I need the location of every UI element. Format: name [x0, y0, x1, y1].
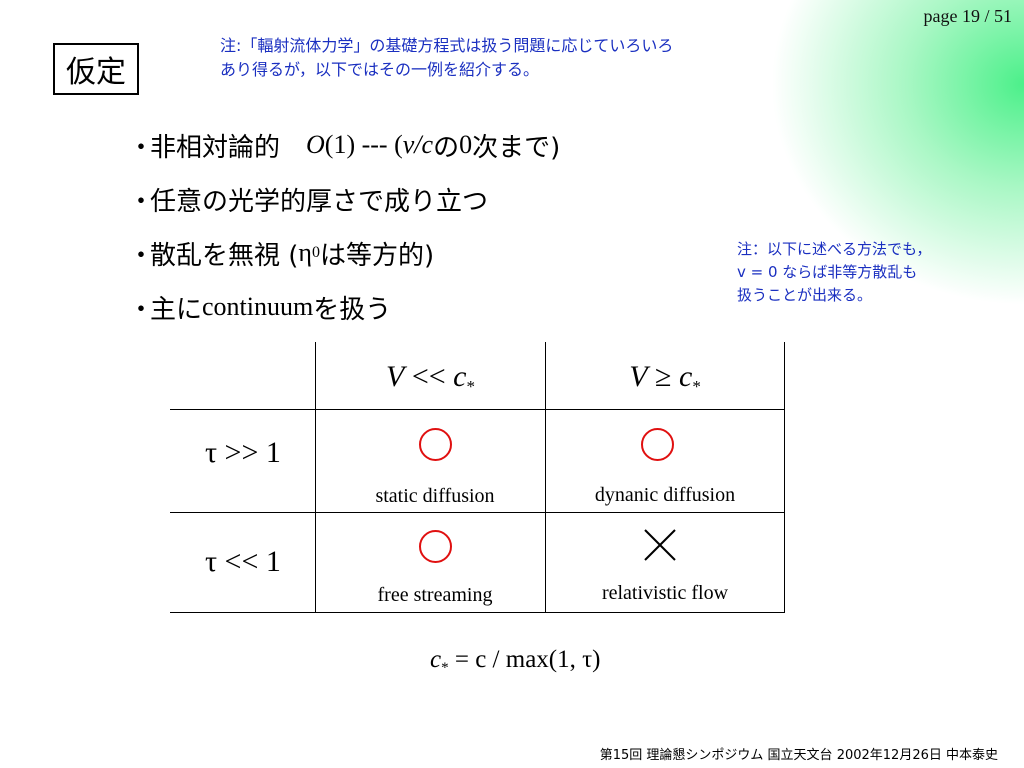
- circle-mark: [419, 428, 452, 461]
- note-right-line1: 注：以下に述べる方法でも，: [737, 240, 932, 258]
- table-row-label-thin: τ << 1: [205, 545, 281, 578]
- slide-title: 仮定: [53, 43, 139, 95]
- bullet1-zero: 0: [459, 130, 473, 159]
- bullet-marker: ・: [128, 240, 155, 271]
- background-glow: [464, 0, 1024, 420]
- bullet-continuum: ・ 主に continuum を扱う: [128, 280, 560, 334]
- formula-rest: = c / max(1, τ): [448, 646, 601, 673]
- bullet1-O: O: [306, 130, 325, 159]
- col2-op: ≥: [647, 360, 679, 393]
- note-right-line2: v = 0 ならば非等方散乱も: [737, 263, 918, 281]
- bullet4-pre: 主に: [150, 294, 203, 325]
- bullet-nonrelativistic: ・ 非相対論的 O (1) --- ( v/c の 0 次まで): [128, 118, 560, 172]
- bullet1-mid: (1) --- (: [324, 130, 403, 159]
- col1-op: <<: [404, 360, 454, 393]
- cell-free-streaming: free streaming: [377, 584, 493, 606]
- bullet1-post1: の: [433, 132, 460, 163]
- formula-c: c: [430, 646, 442, 673]
- col1-sub: *: [466, 377, 476, 396]
- note-right-line3: 扱うことが出来る。: [737, 286, 873, 304]
- bullet1-post2: 次まで): [472, 132, 561, 163]
- formula-sub: *: [441, 660, 449, 676]
- col2-c: c: [678, 360, 693, 393]
- cell-relativistic-flow: relativistic flow: [601, 582, 729, 604]
- bullet3-post: は等方的): [320, 240, 435, 271]
- bullet-optical-depth: ・ 任意の光学的厚さで成り立つ: [128, 172, 560, 226]
- cross-mark: [644, 529, 676, 561]
- cell-static-diffusion: static diffusion: [375, 485, 495, 507]
- table-col-header-subsonic: V << c*: [316, 360, 545, 397]
- col2-V: V: [629, 360, 648, 393]
- bullet4-post: を扱う: [313, 294, 392, 325]
- note-top-line2: あり得るが，以下ではその一例を紹介する。: [220, 60, 540, 79]
- bullet3-eta: η: [298, 238, 313, 267]
- bullet3-sub: 0: [312, 244, 321, 261]
- circle-mark: [419, 530, 452, 563]
- circle-mark: [641, 428, 674, 461]
- note-top-line1: 注:「輻射流体力学」の基礎方程式は扱う問題に応じていろいろ: [220, 36, 674, 55]
- bullet1-vc: v/c: [402, 130, 434, 159]
- table-col-header-supersonic: V ≥ c*: [546, 360, 784, 397]
- footer: 第15回 理論懇シンポジウム 国立天文台 2002年12月26日 中本泰史: [599, 748, 998, 763]
- sound-speed-formula: c* = c / max(1, τ): [430, 646, 601, 677]
- bullet-marker: ・: [128, 294, 155, 325]
- bullet-marker: ・: [128, 132, 155, 163]
- table-row-label-thick: τ >> 1: [205, 436, 281, 469]
- bullet-marker: ・: [128, 186, 155, 217]
- bullet3-pre: 散乱を無視 (: [150, 240, 299, 271]
- page-number: page 19 / 51: [923, 6, 1012, 26]
- bullet1-pre: 非相対論的: [150, 132, 307, 163]
- assumption-list: ・ 非相対論的 O (1) --- ( v/c の 0 次まで) ・ 任意の光学…: [128, 118, 560, 334]
- bullet4-word: continuum: [202, 292, 314, 321]
- note-top: 注:「輻射流体力学」の基礎方程式は扱う問題に応じていろいろ あり得るが，以下では…: [220, 34, 780, 82]
- col2-sub: *: [692, 377, 701, 396]
- col1-c: c: [453, 360, 467, 393]
- note-right: 注：以下に述べる方法でも， v = 0 ならば非等方散乱も 扱うことが出来る。: [737, 238, 1007, 307]
- col1-V: V: [386, 360, 405, 393]
- table-hline-2: [170, 512, 785, 513]
- cell-dynamic-diffusion: dynanic diffusion: [594, 484, 736, 506]
- bullet2-text: 任意の光学的厚さで成り立つ: [150, 186, 489, 217]
- table-hline-3: [170, 612, 785, 613]
